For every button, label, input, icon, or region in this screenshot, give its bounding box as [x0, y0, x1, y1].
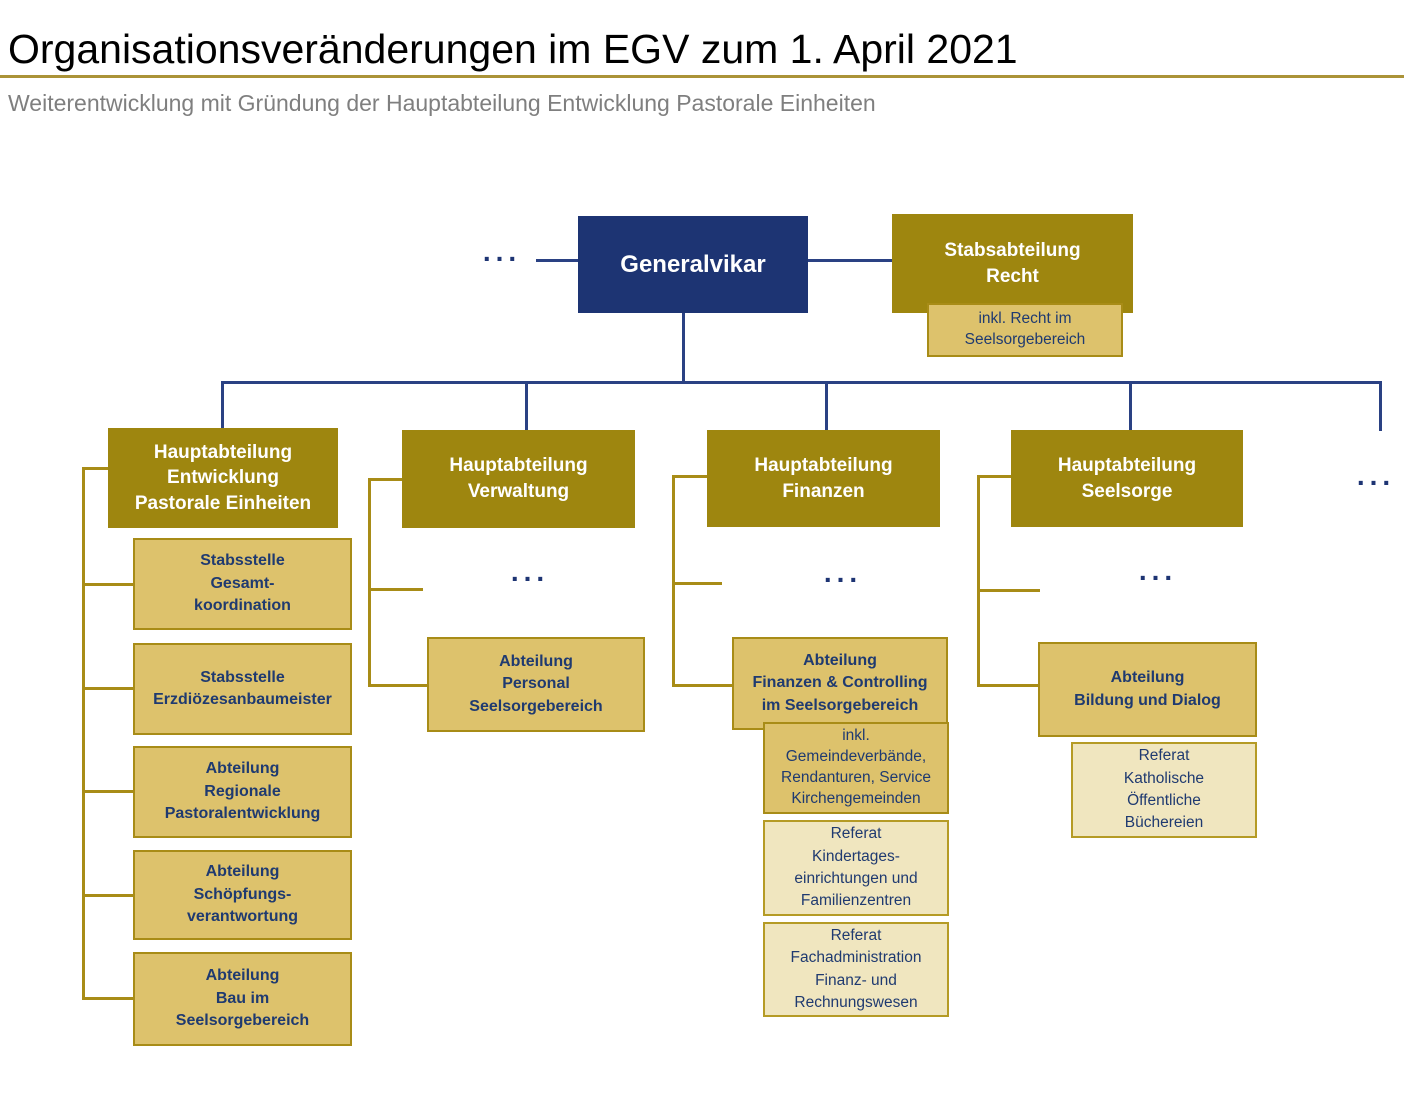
- node-hauptabteilung-finanzen: Hauptabteilung Finanzen: [707, 430, 940, 527]
- connector-col2-stub2: [368, 684, 427, 687]
- connector-drop-finanzen: [825, 381, 828, 432]
- page-title: Organisationsveränderungen im EGV zum 1.…: [8, 26, 1018, 72]
- connector-col1-stub4: [82, 894, 133, 897]
- node-hauptabteilung-verwaltung: Hauptabteilung Verwaltung: [402, 430, 635, 528]
- connector-col1-elbow: [82, 467, 108, 470]
- connector-col1-stub1: [82, 583, 133, 586]
- connector-col1-stub2: [82, 687, 133, 690]
- connector-col4-elbow: [977, 475, 1011, 478]
- connector-bus: [221, 381, 1382, 384]
- ellipsis-verwaltung: ...: [510, 556, 550, 587]
- node-stabsstelle-erzdioezesanbaumeister: Stabsstelle Erzdiözesanbaumeister: [133, 643, 352, 735]
- node-generalvikar: Generalvikar: [578, 216, 808, 313]
- connector-left-ellipsis: [536, 259, 578, 262]
- node-abteilung-finanzen-controlling: Abteilung Finanzen & Controlling im Seel…: [732, 637, 948, 730]
- connector-drop-seelsorge: [1129, 381, 1132, 432]
- ellipsis-finanzen: ...: [823, 557, 863, 588]
- connector-col3-stub1: [672, 582, 722, 585]
- connector-col2-elbow: [368, 478, 402, 481]
- connector-col1-stub5: [82, 997, 133, 1000]
- node-abteilung-bau-im-seelsorgebereich: Abteilung Bau im Seelsorgebereich: [133, 952, 352, 1046]
- ellipsis-right: ...: [1356, 460, 1396, 491]
- connector-col1-stub3: [82, 790, 133, 793]
- node-abteilung-bildung-und-dialog: Abteilung Bildung und Dialog: [1038, 642, 1257, 737]
- note-recht-im-seelsorgebereich: inkl. Recht im Seelsorgebereich: [927, 303, 1123, 357]
- connector-col2-stub1: [368, 588, 423, 591]
- node-abteilung-personal-seelsorgebereich: Abteilung Personal Seelsorgebereich: [427, 637, 645, 732]
- ellipsis-left: ...: [482, 236, 522, 267]
- node-hauptabteilung-seelsorge: Hauptabteilung Seelsorge: [1011, 430, 1243, 527]
- connector-col4-stub2: [977, 684, 1038, 687]
- connector-col3-stub2: [672, 684, 732, 687]
- node-abteilung-regionale-pastoralentwicklung: Abteilung Regionale Pastoralentwicklung: [133, 746, 352, 838]
- connector-generalvikar-drop: [682, 313, 685, 383]
- note-gemeindeverbaende-rendanturen: inkl. Gemeindeverbände, Rendanturen, Ser…: [763, 722, 949, 814]
- node-hauptabteilung-entwicklung-pastorale-einheiten: Hauptabteilung Entwicklung Pastorale Ein…: [108, 428, 338, 528]
- connector-col4-stub1: [977, 589, 1040, 592]
- node-stabsstelle-gesamtkoordination: Stabsstelle Gesamt- koordination: [133, 538, 352, 630]
- node-referat-fachadministration: Referat Fachadministration Finanz- und R…: [763, 922, 949, 1017]
- page-subtitle: Weiterentwicklung mit Gründung der Haupt…: [8, 90, 876, 116]
- connector-col2-vertical: [368, 478, 371, 687]
- connector-drop-right-ellipsis: [1379, 381, 1382, 431]
- connector-col3-elbow: [672, 475, 707, 478]
- node-referat-kindertageseinrichtungen: Referat Kindertages- einrichtungen und F…: [763, 820, 949, 916]
- node-referat-katholische-oeffentliche-buechereien: Referat Katholische Öffentliche Bücherei…: [1071, 742, 1257, 838]
- connector-drop-verwaltung: [525, 381, 528, 432]
- node-abteilung-schoepfungsverantwortung: Abteilung Schöpfungs- verantwortung: [133, 850, 352, 940]
- connector-col4-vertical: [977, 475, 980, 687]
- title-divider: [0, 75, 1404, 78]
- connector-col3-vertical: [672, 475, 675, 687]
- connector-col1-vertical: [82, 467, 85, 1000]
- node-stabsabteilung-recht: Stabsabteilung Recht: [892, 214, 1133, 313]
- ellipsis-seelsorge: ...: [1138, 555, 1178, 586]
- connector-drop-entwicklung: [221, 381, 224, 430]
- connector-generalvikar-stabsabteilung: [808, 259, 892, 262]
